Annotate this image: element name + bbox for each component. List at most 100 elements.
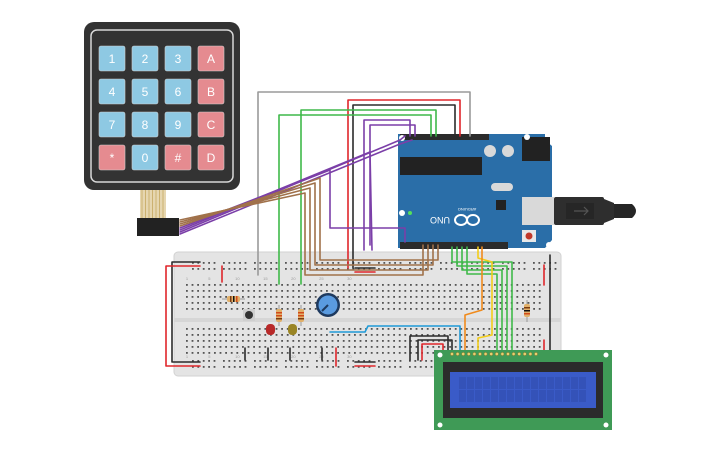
column-number: 15 <box>263 276 268 281</box>
lcd-cell <box>555 377 562 389</box>
key-label: 2 <box>142 52 149 66</box>
yellow-led[interactable] <box>288 324 297 335</box>
column-number: 10 <box>235 276 240 281</box>
key-7[interactable]: 7 <box>98 111 126 138</box>
column-number: 5 <box>208 354 211 359</box>
lcd-cell <box>523 390 530 402</box>
lcd-cell <box>491 377 498 389</box>
key-2[interactable]: 2 <box>131 45 159 72</box>
column-number: 30 <box>347 354 352 359</box>
column-number: 20 <box>291 354 296 359</box>
lcd-cell <box>475 390 482 402</box>
lcd-cell <box>475 377 482 389</box>
key-3[interactable]: 3 <box>164 45 192 72</box>
pushbutton[interactable] <box>243 309 255 321</box>
power-jack <box>522 137 550 161</box>
on-led <box>408 211 412 215</box>
column-number: 5 <box>208 276 211 281</box>
potentiometer[interactable] <box>316 293 340 317</box>
key-label: # <box>175 151 182 165</box>
analog-header <box>400 134 446 140</box>
key-B[interactable]: B <box>197 78 225 105</box>
lcd-cell <box>491 390 498 402</box>
key-D[interactable]: D <box>197 144 225 171</box>
usb-cable[interactable] <box>554 197 636 225</box>
key-8[interactable]: 8 <box>131 111 159 138</box>
lcd-cell <box>467 377 474 389</box>
digital-header-left <box>400 242 460 249</box>
arduino-uno[interactable]: UNO ARDUINO <box>398 134 554 249</box>
mount-hole <box>546 242 552 248</box>
wire-black-gnd <box>352 104 456 269</box>
key-label: D <box>207 151 216 165</box>
key-4[interactable]: 4 <box>98 78 126 105</box>
capacitor <box>502 145 514 157</box>
lcd-cell <box>523 377 530 389</box>
key-9[interactable]: 9 <box>164 111 192 138</box>
key-label: 8 <box>142 118 149 132</box>
column-number: 25 <box>319 276 324 281</box>
lcd-cell <box>531 390 538 402</box>
lcd-cell <box>507 390 514 402</box>
wire-brown-1 <box>179 177 439 261</box>
lcd-cell <box>459 377 466 389</box>
wire-blue <box>329 325 461 351</box>
key-0[interactable]: 0 <box>131 144 159 171</box>
lcd-character-cells <box>459 377 586 402</box>
key-#[interactable]: # <box>164 144 192 171</box>
lcd-cell <box>483 377 490 389</box>
power-header <box>443 134 489 140</box>
column-number: 20 <box>291 276 296 281</box>
key-6[interactable]: 6 <box>164 78 192 105</box>
resistor[interactable] <box>276 305 282 326</box>
resistor[interactable] <box>222 296 245 302</box>
keypad-ribbon <box>137 190 179 236</box>
column-number: 30 <box>347 276 352 281</box>
lcd-cell <box>579 390 586 402</box>
lcd-16x2[interactable] <box>434 350 612 430</box>
lcd-cell <box>571 377 578 389</box>
mount-hole <box>437 352 443 358</box>
resistor[interactable] <box>298 305 304 326</box>
wire-brown-3 <box>179 187 429 271</box>
key-label: B <box>207 85 215 99</box>
lcd-pins <box>450 352 538 356</box>
column-number: 15 <box>263 354 268 359</box>
mount-hole <box>524 134 530 140</box>
lcd-cell <box>547 390 554 402</box>
keypad[interactable]: 1 2 3 A 4 5 6 B 7 8 9 C * 0 # D <box>84 22 240 236</box>
key-C[interactable]: C <box>197 111 225 138</box>
key-label: * <box>110 151 115 165</box>
lcd-cell <box>563 377 570 389</box>
usb-port <box>522 197 554 225</box>
key-5[interactable]: 5 <box>131 78 159 105</box>
wire-green-a2 <box>300 109 437 285</box>
key-1[interactable]: 1 <box>98 45 126 72</box>
key-label: 5 <box>142 85 149 99</box>
red-led[interactable] <box>266 324 275 335</box>
lcd-cell <box>499 377 506 389</box>
key-label: 9 <box>175 118 182 132</box>
key-label: A <box>207 52 215 66</box>
lcd-cell <box>555 390 562 402</box>
key-A[interactable]: A <box>197 45 225 72</box>
key-label: 3 <box>175 52 182 66</box>
key-label: 6 <box>175 85 182 99</box>
column-number: 1 <box>186 276 189 281</box>
wire-black-rail-left <box>171 261 201 363</box>
resistor[interactable] <box>524 300 530 322</box>
lcd-cell <box>579 377 586 389</box>
column-number: 1 <box>186 354 189 359</box>
arduino-logo-icon <box>454 214 480 226</box>
wire-orange <box>464 246 483 351</box>
wire-black-lcd-2 <box>417 339 453 361</box>
key-*[interactable]: * <box>98 144 126 171</box>
key-label: 4 <box>109 85 116 99</box>
lcd-cell <box>563 390 570 402</box>
mount-hole <box>603 422 609 428</box>
reset-button-cap <box>525 232 533 240</box>
capacitor <box>484 145 496 157</box>
